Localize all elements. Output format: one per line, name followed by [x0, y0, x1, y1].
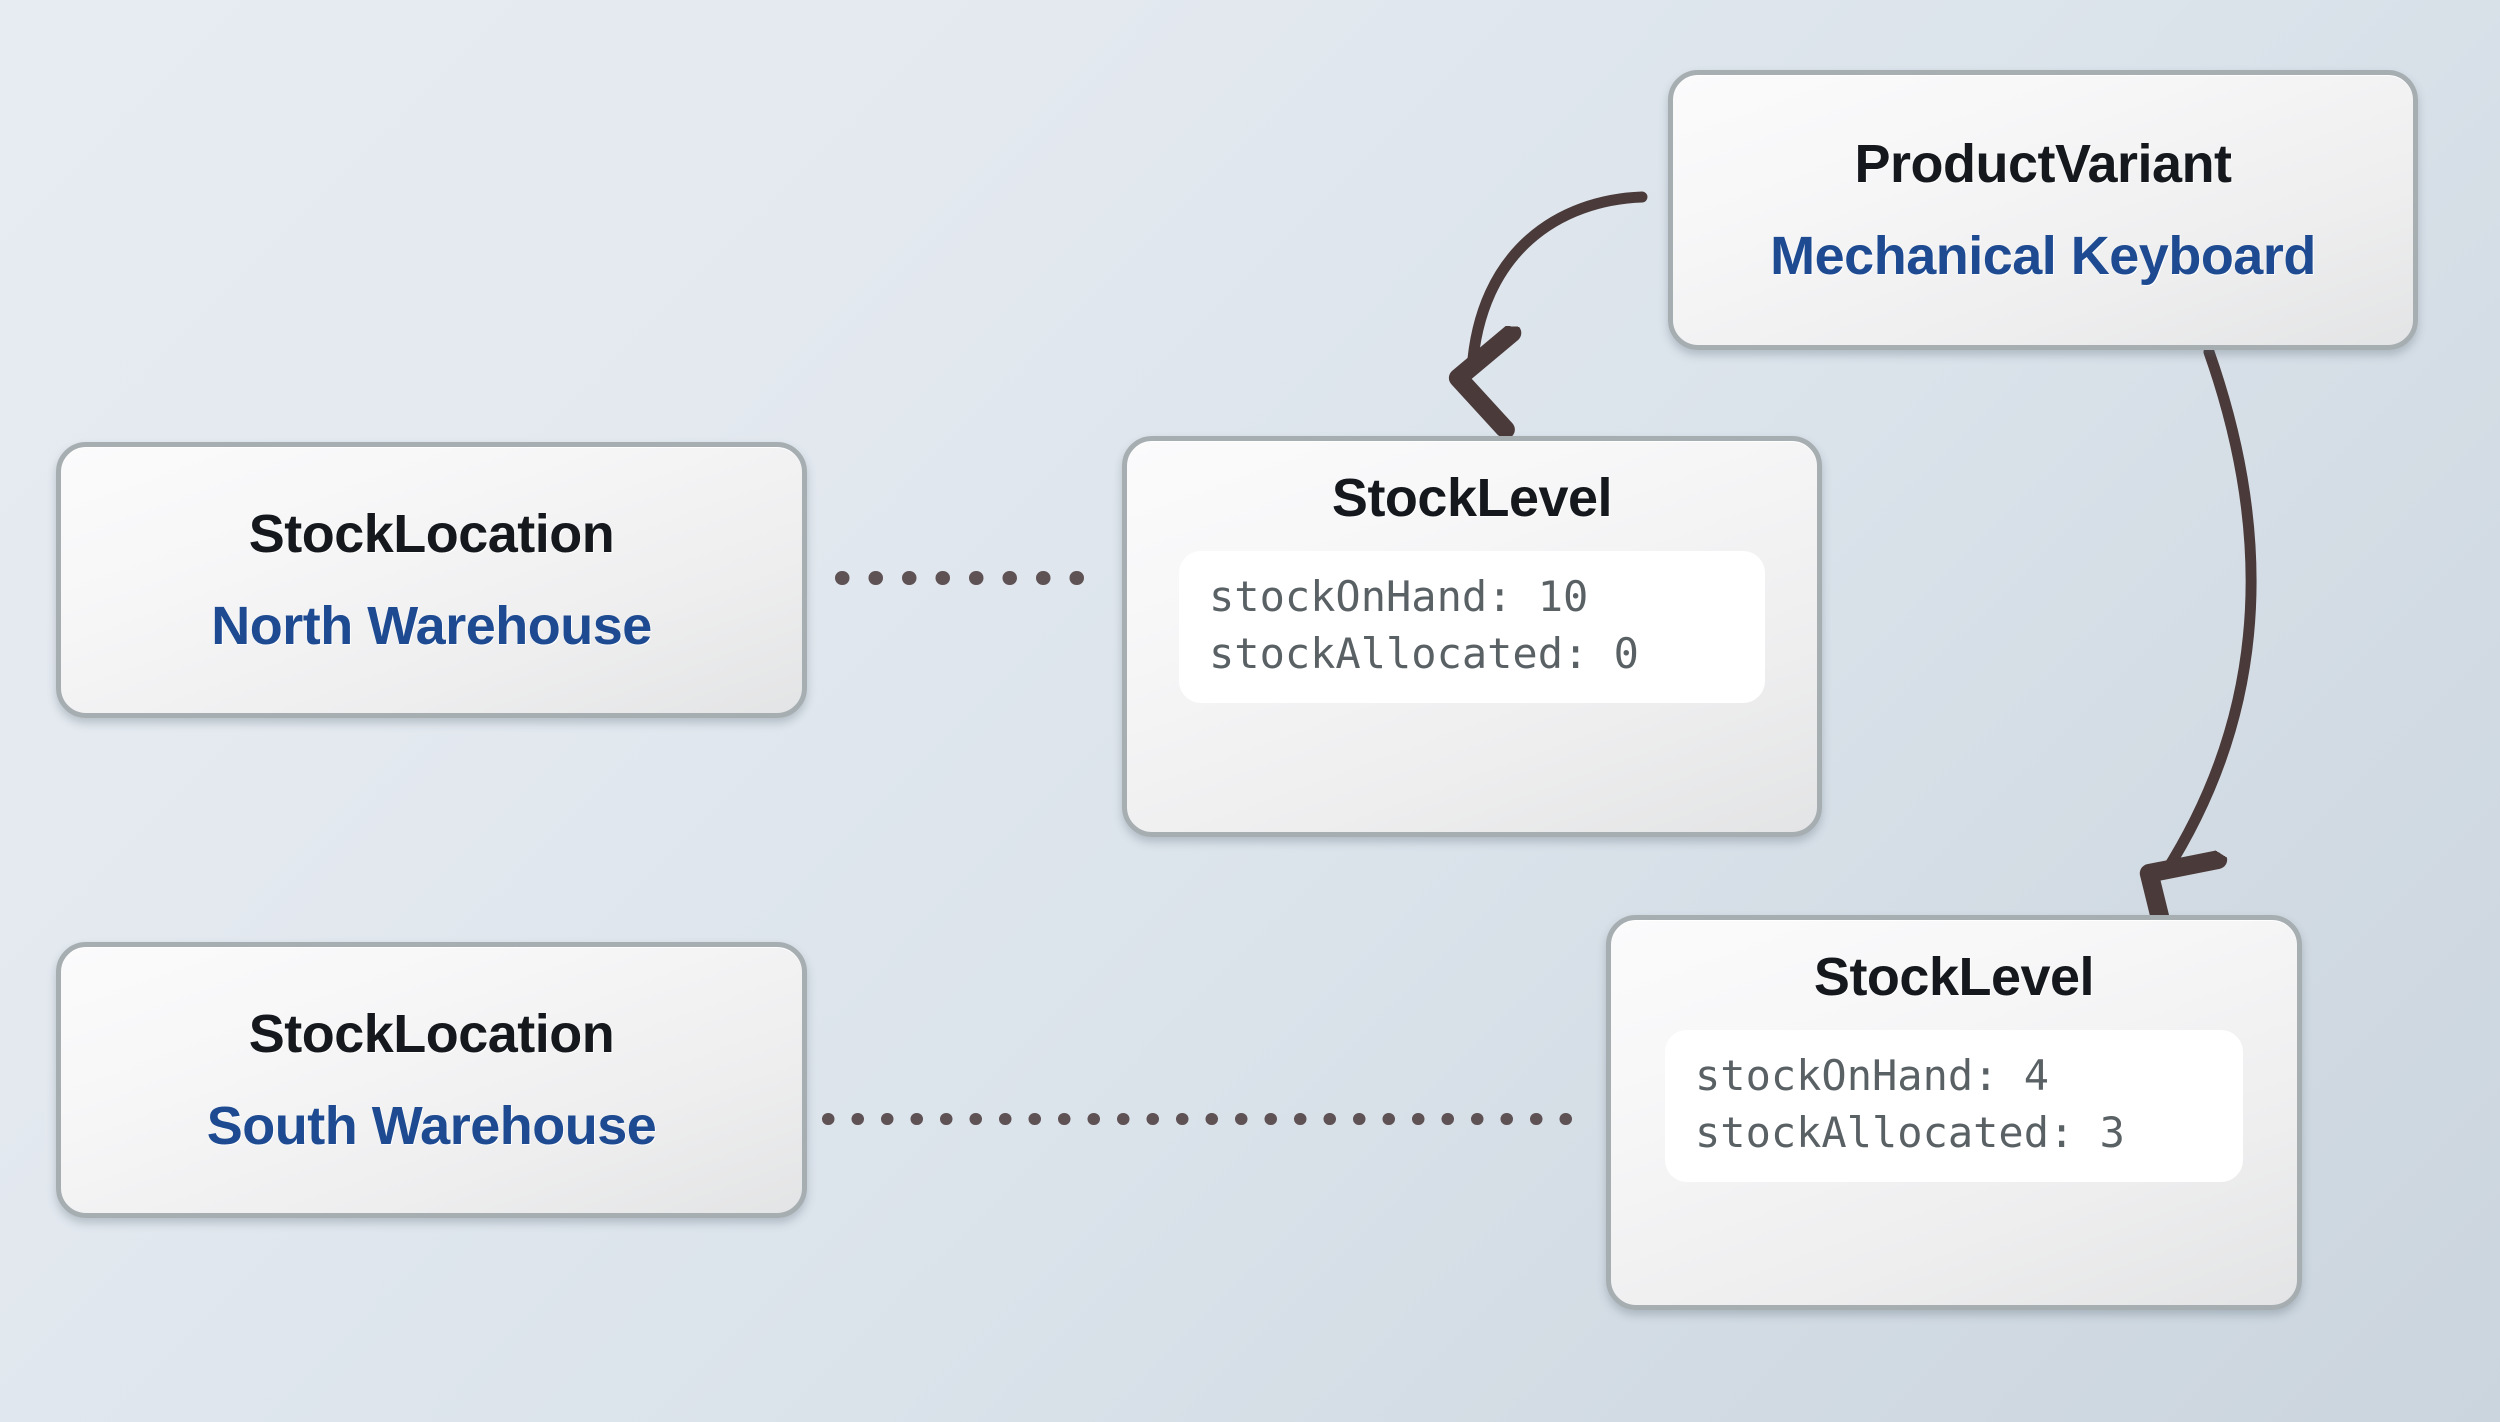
node-product-variant[interactable]: ProductVariant Mechanical Keyboard: [1668, 70, 2418, 350]
node-location-north[interactable]: StockLocation North Warehouse: [56, 442, 807, 718]
attribute-stock-on-hand: stockOnHand: 10: [1209, 572, 1589, 621]
attribute-panel: stockOnHand: 4 stockAllocated: 3: [1665, 1030, 2243, 1183]
attribute-stock-allocated: stockAllocated: 3: [1695, 1108, 2125, 1158]
node-type-label: StockLocation: [248, 1004, 615, 1064]
node-type-label: StockLocation: [248, 504, 615, 564]
node-name-label: North Warehouse: [211, 596, 652, 656]
node-location-south[interactable]: StockLocation South Warehouse: [56, 942, 807, 1218]
node-name-label: Mechanical Keyboard: [1770, 226, 2316, 286]
node-type-label: StockLevel: [1813, 947, 2095, 1007]
node-type-label: ProductVariant: [1854, 134, 2232, 194]
attribute-panel: stockOnHand: 10 stockAllocated: 0: [1179, 551, 1765, 704]
attribute-stock-on-hand: stockOnHand: 4: [1695, 1051, 2050, 1100]
edge-variant-to-level-1: [1472, 191, 1648, 370]
attribute-stock-allocated: stockAllocated: 0: [1209, 629, 1639, 679]
node-name-label: South Warehouse: [206, 1096, 657, 1156]
node-stocklevel-2[interactable]: StockLevel stockOnHand: 4 stockAllocated…: [1606, 915, 2302, 1310]
edge-variant-to-level-2: [2165, 346, 2257, 873]
node-type-label: StockLevel: [1331, 468, 1613, 528]
node-stocklevel-1[interactable]: StockLevel stockOnHand: 10 stockAllocate…: [1122, 436, 1822, 837]
